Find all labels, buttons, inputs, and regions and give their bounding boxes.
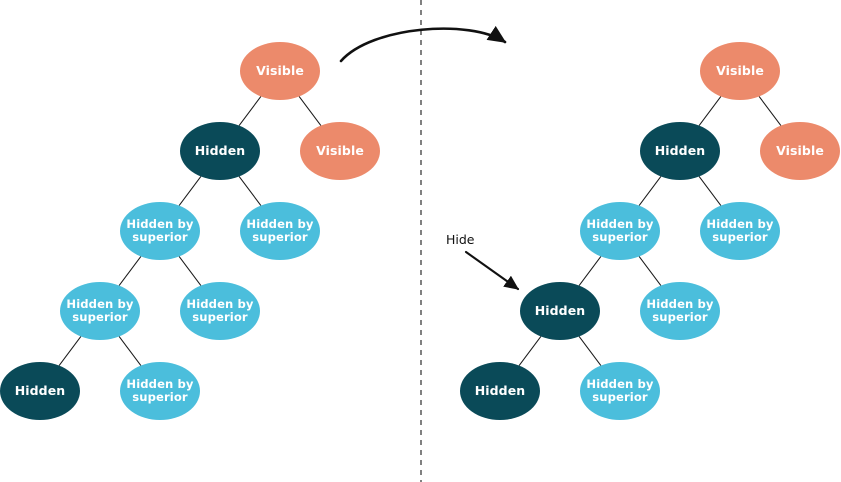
tree-node-visible[interactable]: Visible xyxy=(240,42,320,100)
tree-edge xyxy=(238,96,262,126)
tree-edge xyxy=(118,336,142,366)
hide-action-label: Hide xyxy=(446,232,475,247)
tree-node-label: Visible xyxy=(716,63,764,78)
tree-edge xyxy=(298,96,322,126)
hide-arrow-icon xyxy=(464,250,520,291)
tree-node-visible[interactable]: Visible xyxy=(760,122,840,180)
tree-node-label: Hidden xyxy=(194,143,246,158)
tree-edge xyxy=(638,176,662,206)
tree-node-label: Visible xyxy=(256,63,304,78)
tree-edge xyxy=(178,176,202,206)
tree-edge xyxy=(178,256,202,286)
tree-edge xyxy=(698,176,722,206)
tree-edge xyxy=(638,256,662,286)
tree-node-label: Hidden xyxy=(474,383,526,398)
tree-node-hidden[interactable]: Hidden xyxy=(520,282,600,340)
tree-edge xyxy=(118,256,142,286)
before-after-arrow-icon xyxy=(339,25,507,63)
tree-edge xyxy=(758,96,782,126)
tree-node-visible[interactable]: Visible xyxy=(300,122,380,180)
tree-edge xyxy=(578,256,602,286)
tree-node-hidden[interactable]: Hidden xyxy=(640,122,720,180)
tree-node-label: Visible xyxy=(316,143,364,158)
tree-edge xyxy=(578,336,602,366)
tree-edge xyxy=(238,176,262,206)
tree-node-label: Hidden xyxy=(654,143,706,158)
tree-node-hidden[interactable]: Hidden xyxy=(0,362,80,420)
tree-edge xyxy=(698,96,722,126)
tree-node-hidden[interactable]: Hidden xyxy=(180,122,260,180)
tree-node-label: Hidden xyxy=(14,383,66,398)
tree-node-hidden[interactable]: Hidden xyxy=(460,362,540,420)
tree-edge xyxy=(58,336,82,366)
tree-node-label: Hidden xyxy=(534,303,586,318)
tree-node-visible[interactable]: Visible xyxy=(700,42,780,100)
tree-node-label: Visible xyxy=(776,143,824,158)
tree-edge xyxy=(518,336,542,366)
